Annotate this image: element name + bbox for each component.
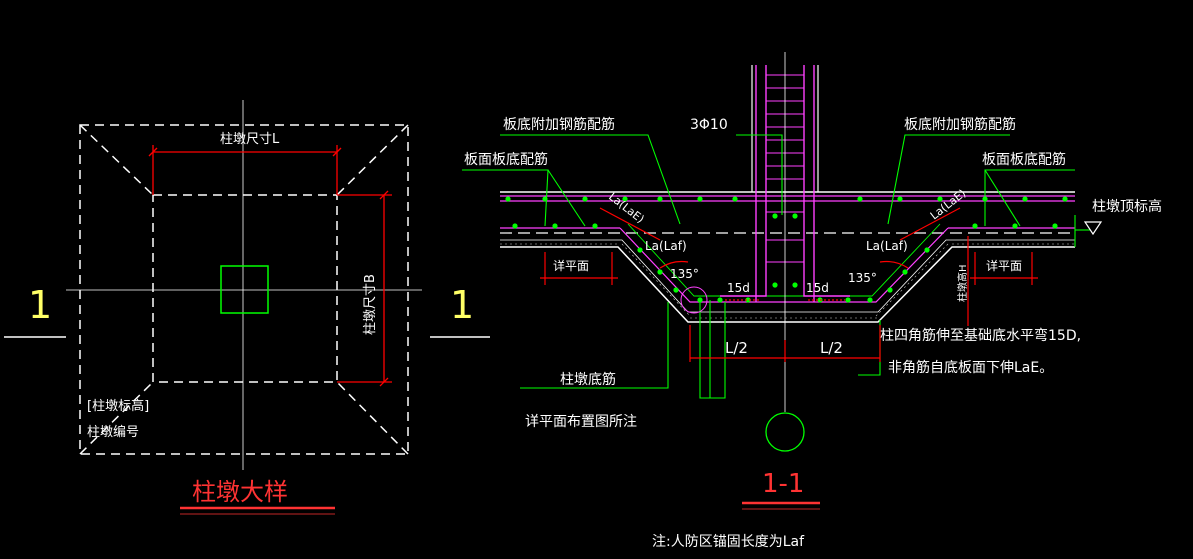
section-mark-left: 1 [28, 283, 52, 327]
label-la-right: La(Laf) [866, 239, 908, 253]
label-hook-right: 15d [806, 281, 829, 295]
label-angle-left: 135° [670, 267, 699, 281]
label-add-bar-right: 板底附加钢筋配筋 [904, 116, 1016, 133]
plan-elevation-tag: [柱墩标高] [87, 398, 149, 414]
label-half-right: L/2 [820, 339, 843, 357]
label-bottom-bar: 柱墩底筋 [560, 371, 616, 388]
section-hook-circle [680, 286, 708, 314]
plan-slope-lines [79, 124, 409, 455]
label-top-elevation: 柱墩顶标高 [1092, 198, 1162, 215]
section-top-rebar [500, 195, 1075, 303]
section-hatch [500, 243, 1075, 319]
section-title: 1-1 [762, 469, 804, 499]
plan-inner-outline [152, 194, 338, 383]
section-column-outline [751, 65, 819, 192]
label-corner-note-2: 非角筋自底板面下伸LaE。 [888, 359, 1053, 376]
label-height: 柱墩高H [956, 264, 969, 302]
label-see-plan-right: 详平面 [986, 258, 1022, 273]
footnote: 注:人防区锚固长度为Laf [652, 534, 805, 550]
plan-dim-width-label: 柱墩尺寸B [363, 274, 378, 335]
label-top-bar-right: 板面板底配筋 [982, 151, 1066, 168]
plan-dim-length [148, 145, 342, 195]
section-leaders [462, 134, 1090, 399]
plan-view: 1 1 柱墩尺寸L 柱墩尺寸B [柱墩标高] 柱墩编号 柱墩大样 [4, 100, 490, 515]
axis-bubble [765, 412, 805, 452]
plan-dim-width [337, 190, 392, 387]
label-angle-right: 135° [848, 271, 877, 285]
label-la-left: La(Laf) [645, 239, 687, 253]
label-top-bar-left: 板面板底配筋 [464, 151, 548, 168]
section-view: 板底附加钢筋配筋 板面板底配筋 3Φ10 板底附加钢筋配筋 板面板底配筋 柱墩顶… [462, 52, 1162, 550]
label-see-plan-left: 详平面 [553, 258, 589, 273]
plan-id-tag: 柱墩编号 [87, 425, 139, 440]
label-corner-note-1: 柱四角筋伸至基础底水平弯15D, [880, 327, 1081, 344]
plan-column [220, 265, 269, 314]
plan-dim-length-label: 柱墩尺寸L [220, 132, 280, 147]
section-dimensions [540, 207, 1038, 362]
section-rebar-dots [505, 196, 1068, 303]
plan-title: 柱墩大样 [192, 478, 288, 506]
elevation-marker [1083, 221, 1103, 236]
section-mark-right: 1 [450, 283, 474, 327]
label-bottom-bar-note: 详平面布置图所注 [525, 414, 637, 430]
label-stirrup: 3Φ10 [690, 117, 728, 133]
label-add-bar-left: 板底附加钢筋配筋 [503, 116, 615, 133]
label-half-left: L/2 [725, 339, 748, 357]
label-hook-left: 15d [727, 281, 750, 295]
